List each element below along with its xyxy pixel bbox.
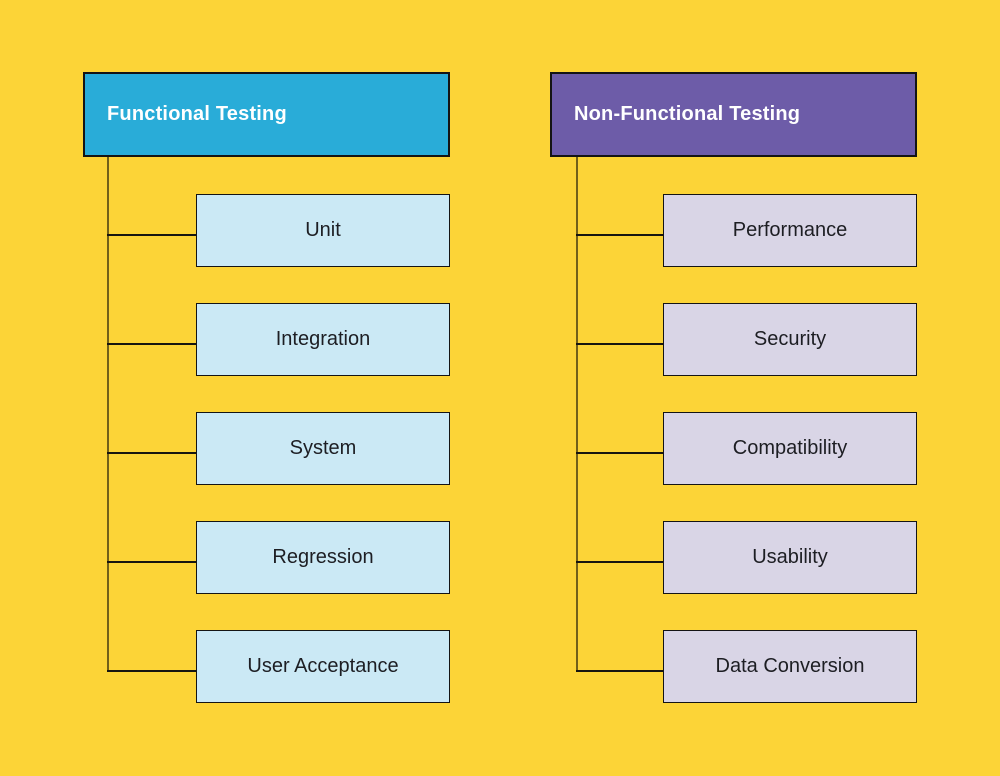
connector-branch-data-conversion <box>576 670 663 672</box>
node-data-conversion: Data Conversion <box>663 630 917 703</box>
node-data-conversion-label: Data Conversion <box>715 655 865 677</box>
connector-branch-user-acceptance <box>107 670 196 672</box>
node-compatibility-label: Compatibility <box>732 437 848 459</box>
connector-branch-performance <box>576 234 663 236</box>
functional-testing-header-label: Functional Testing <box>107 103 287 125</box>
connector-branch-compatibility <box>576 452 663 454</box>
node-regression-label: Regression <box>272 546 374 568</box>
connector-branch-usability <box>576 561 663 563</box>
node-user-acceptance-label: User Acceptance <box>247 655 399 677</box>
node-regression: Regression <box>196 521 450 594</box>
connector-branch-integration <box>107 343 196 345</box>
node-user-acceptance: User Acceptance <box>196 630 450 703</box>
connector-branch-system <box>107 452 196 454</box>
node-usability-label: Usability <box>752 546 828 568</box>
node-compatibility: Compatibility <box>663 412 917 485</box>
node-usability: Usability <box>663 521 917 594</box>
node-integration: Integration <box>196 303 450 376</box>
node-integration-label: Integration <box>275 328 371 350</box>
non-functional-testing-header: Non-Functional Testing <box>550 72 917 157</box>
non-functional-connector-trunk <box>576 157 578 672</box>
node-performance-label: Performance <box>732 219 848 241</box>
node-security: Security <box>663 303 917 376</box>
node-system-label: System <box>289 437 357 459</box>
node-system: System <box>196 412 450 485</box>
node-security-label: Security <box>753 328 827 350</box>
connector-branch-regression <box>107 561 196 563</box>
connector-branch-security <box>576 343 663 345</box>
functional-connector-trunk <box>107 157 109 672</box>
node-unit: Unit <box>196 194 450 267</box>
functional-testing-header: Functional Testing <box>83 72 450 157</box>
non-functional-testing-header-label: Non-Functional Testing <box>574 103 801 125</box>
node-performance: Performance <box>663 194 917 267</box>
node-unit-label: Unit <box>305 219 341 241</box>
connector-branch-unit <box>107 234 196 236</box>
